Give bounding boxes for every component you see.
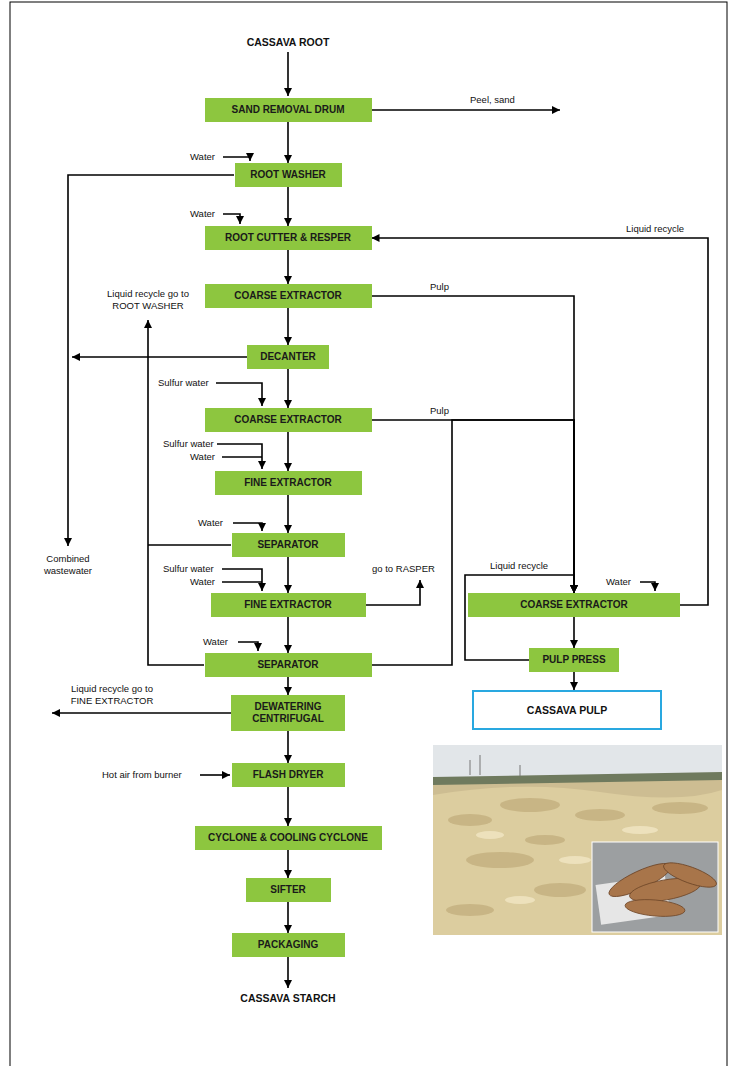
edge-label: Pulp xyxy=(430,405,449,417)
edge-label: Liquid recycle xyxy=(626,223,684,235)
box-label: SEPARATOR xyxy=(257,539,318,551)
flow-label: Liquid recycle go to FINE EXTRACTOR xyxy=(62,683,162,707)
photo xyxy=(433,745,722,935)
flow-arrow xyxy=(573,617,575,648)
flow-arrow xyxy=(287,308,289,345)
flow-label: Sulfur water xyxy=(163,563,214,575)
flow-arrow xyxy=(372,420,575,665)
box-label: ROOT WASHER xyxy=(250,169,326,181)
process-box: FINE EXTRACTOR xyxy=(211,593,366,617)
flow-arrow xyxy=(287,557,289,593)
flow-label: go to RASPER xyxy=(372,563,435,575)
flow-arrow xyxy=(287,617,289,653)
process-box: COARSE EXTRACTOR xyxy=(205,284,372,308)
flow-label: Water xyxy=(190,451,215,463)
box-label: CYCLONE & COOLING CYCLONE xyxy=(208,832,368,844)
box-label: FINE EXTRACTOR xyxy=(244,477,332,489)
box-label: SIFTER xyxy=(270,884,306,896)
box-label: FINE EXTRACTOR xyxy=(244,599,332,611)
leader-lines xyxy=(52,52,655,988)
flow-arrow xyxy=(287,677,289,695)
flow-arrow xyxy=(573,672,575,690)
box-label: COARSE EXTRACTOR xyxy=(520,599,628,611)
box-label: PULP PRESS xyxy=(542,654,605,666)
flow-arrow xyxy=(287,369,289,408)
flow-label: Peel, sand xyxy=(470,94,515,106)
flow-arrow xyxy=(287,495,289,533)
flow-label: Water xyxy=(198,517,223,529)
product-box: CASSAVA PULP xyxy=(472,690,662,730)
process-box: PACKAGING xyxy=(232,933,345,957)
flow-arrow xyxy=(372,420,575,593)
edge-label: Pulp xyxy=(430,281,449,293)
edge-label: Liquid recycle xyxy=(490,560,548,572)
box-label: COARSE EXTRACTOR xyxy=(234,290,342,302)
flow-label: Sulfur water xyxy=(163,438,214,450)
flow-label: Water xyxy=(203,636,228,648)
flow-label: Hot air from burner xyxy=(102,769,182,781)
flow-arrow xyxy=(287,187,289,226)
process-box: FLASH DRYER xyxy=(232,763,345,787)
process-box: ROOT WASHER xyxy=(235,163,342,187)
flow-label: Water xyxy=(606,576,631,588)
flow-arrow xyxy=(287,432,289,471)
process-box: SAND REMOVAL DRUM xyxy=(205,98,372,122)
box-label: FLASH DRYER xyxy=(253,769,324,781)
process-box: FINE EXTRACTOR xyxy=(215,471,362,495)
flow-arrow xyxy=(287,731,289,763)
flow-arrow xyxy=(372,296,575,593)
box-label: SAND REMOVAL DRUM xyxy=(232,104,345,116)
box-label: DEWATERING CENTRIFUGAL xyxy=(235,701,341,725)
flow-label: Sulfur water xyxy=(158,377,209,389)
box-label: ROOT CUTTER & RESPER xyxy=(225,232,351,244)
flow-label: Water xyxy=(190,576,215,588)
flow-label: Water xyxy=(190,151,215,163)
box-label: CASSAVA PULP xyxy=(527,704,607,716)
flow-label: Liquid recycle go to ROOT WASHER xyxy=(98,288,198,312)
process-box: SEPARATOR xyxy=(205,653,372,677)
flow-arrow xyxy=(287,787,289,826)
flow-arrow xyxy=(287,250,289,284)
process-box: DECANTER xyxy=(247,345,329,369)
flow-label: Water xyxy=(190,208,215,220)
page-frame xyxy=(10,2,727,1066)
flow-label: CASSAVA STARCH xyxy=(240,992,335,1005)
process-box: DEWATERING CENTRIFUGAL xyxy=(231,695,345,731)
flow-arrow xyxy=(287,122,289,163)
box-label: SEPARATOR xyxy=(257,659,318,671)
box-label: DECANTER xyxy=(260,351,316,363)
process-box: ROOT CUTTER & RESPER xyxy=(205,226,372,250)
box-label: PACKAGING xyxy=(258,939,318,951)
flow-arrow xyxy=(287,850,289,878)
process-box: COARSE EXTRACTOR xyxy=(205,408,372,432)
flow-arrow xyxy=(372,238,709,605)
process-box: CYCLONE & COOLING CYCLONE xyxy=(195,826,382,850)
box-label: COARSE EXTRACTOR xyxy=(234,414,342,426)
process-box: SIFTER xyxy=(246,878,331,902)
flow-label: Combined wastewater xyxy=(38,553,98,577)
process-box: SEPARATOR xyxy=(232,533,345,557)
flow-arrow xyxy=(287,902,289,933)
flow-label: CASSAVA ROOT xyxy=(247,36,330,49)
process-box: PULP PRESS xyxy=(529,648,619,672)
process-box: COARSE EXTRACTOR xyxy=(468,593,680,617)
